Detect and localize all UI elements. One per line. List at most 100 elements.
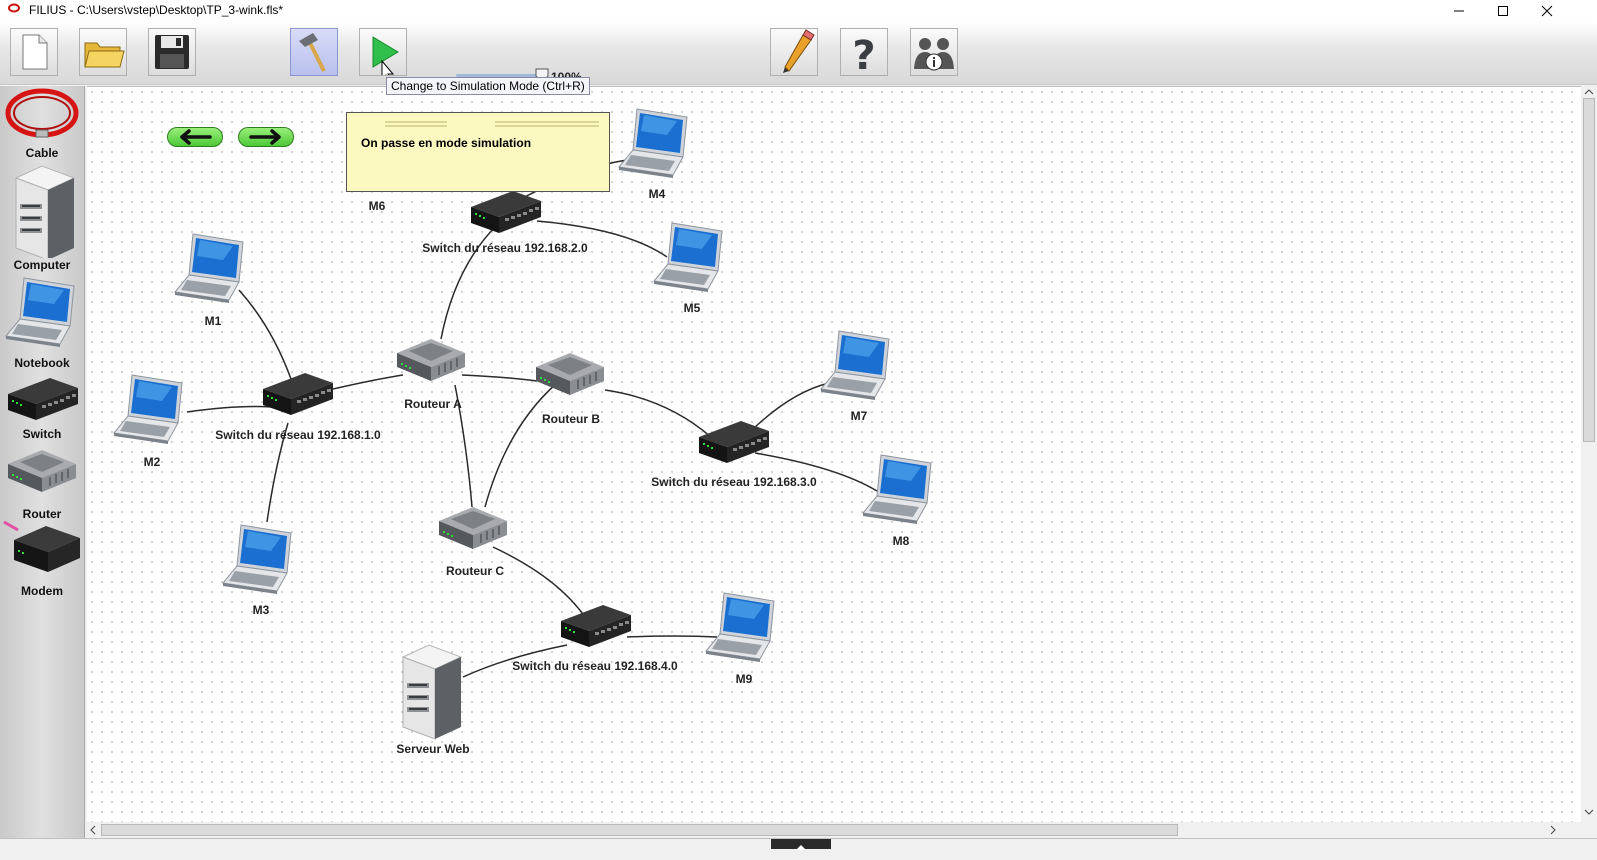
help-button[interactable]: ? — [840, 28, 888, 79]
notebook-m2[interactable] — [112, 371, 192, 452]
notebook-m4[interactable] — [617, 105, 697, 186]
router-icon — [438, 506, 508, 550]
palette-cable[interactable]: Cable — [0, 86, 84, 164]
simulation-mode-tooltip: Change to Simulation Mode (Ctrl+R) — [386, 77, 590, 95]
svg-text:?: ? — [852, 33, 875, 75]
cable-switch4-m9 — [626, 635, 718, 638]
cable-m3-switch1 — [266, 422, 289, 523]
horizontal-scroll-thumb[interactable] — [101, 824, 1178, 836]
palette-label-modem: Modem — [21, 584, 63, 598]
note-header-lines — [385, 121, 599, 127]
palette-computer[interactable]: Computer — [0, 164, 84, 272]
cable-routeurB-switch3 — [604, 389, 712, 438]
zoom-slider-track[interactable] — [456, 74, 544, 77]
laptop-icon — [618, 108, 688, 179]
scroll-down-icon — [1584, 809, 1594, 815]
switch-192-168-3-0[interactable] — [697, 417, 773, 472]
arrow-left-icon — [180, 129, 212, 145]
edit-notes-button[interactable] — [770, 28, 818, 76]
notebook-m8[interactable] — [861, 451, 941, 532]
cable-switch3-m8 — [754, 452, 878, 492]
label-m8: M8 — [892, 534, 910, 548]
minimize-icon — [1454, 10, 1464, 12]
cable-switch1-routeurA — [332, 374, 404, 390]
window-title: FILIUS - C:\Users\vstep\Desktop\TP_3-win… — [29, 3, 284, 17]
help-icon: ? — [852, 33, 875, 79]
notebook-m5[interactable] — [652, 219, 732, 300]
new-project-button[interactable] — [10, 28, 58, 76]
about-button[interactable] — [910, 28, 958, 76]
pencil-icon — [783, 29, 815, 73]
chevron-up-icon — [796, 845, 806, 850]
switch-icon — [699, 421, 769, 463]
network-canvas[interactable]: M1 M2 M3 M4 M5 M6 M7 M8 M9 Switch du rés… — [87, 86, 1581, 823]
notebook-icon — [5, 277, 75, 348]
laptop-icon — [653, 222, 723, 293]
cable-routeurA-routeurC — [454, 384, 473, 508]
router-b[interactable] — [534, 349, 610, 406]
notebook-m3[interactable] — [221, 521, 301, 602]
router-icon — [396, 338, 466, 382]
cable-routeurA-routeurB — [461, 374, 538, 382]
palette-modem[interactable]: Modem — [0, 518, 84, 598]
scroll-left-icon — [90, 825, 96, 835]
label-routeur-a: Routeur A — [404, 397, 462, 411]
previous-note-button[interactable] — [167, 127, 223, 147]
cable-switch2-m5 — [536, 220, 668, 258]
cable-routeurC-switch4 — [492, 546, 586, 618]
sticky-note[interactable]: On passe en mode simulation — [346, 112, 610, 192]
palette-switch[interactable]: Switch — [0, 368, 84, 442]
new-file-icon — [22, 34, 48, 70]
open-project-button[interactable] — [79, 28, 127, 76]
expand-panel-button[interactable] — [771, 839, 831, 850]
notebook-m1[interactable] — [173, 230, 253, 311]
web-server[interactable] — [395, 643, 467, 746]
label-routeur-b: Routeur B — [542, 412, 600, 426]
vertical-scrollbar[interactable] — [1581, 86, 1597, 822]
laptop-icon — [222, 524, 292, 595]
next-note-button[interactable] — [238, 127, 294, 147]
maximize-button[interactable] — [1481, 0, 1525, 22]
title-bar: FILIUS - C:\Users\vstep\Desktop\TP_3-win… — [0, 0, 1597, 22]
component-palette: Cable Computer Notebook Switch Router Mo… — [0, 86, 85, 838]
filius-app-icon — [8, 3, 20, 13]
hammer-icon — [299, 33, 326, 72]
router-icon — [535, 352, 605, 396]
simulation-mode-button[interactable] — [359, 28, 407, 82]
router-a[interactable] — [395, 335, 471, 392]
router-c[interactable] — [437, 503, 513, 560]
cable-switch4-server — [462, 644, 568, 678]
cable-m1-switch1 — [238, 289, 292, 380]
toolbar: 100% ? — [0, 22, 1597, 85]
palette-notebook[interactable]: Notebook — [0, 270, 84, 370]
palette-router[interactable]: Router — [0, 442, 84, 521]
label-m2: M2 — [143, 455, 161, 469]
notebook-m7[interactable] — [819, 327, 899, 408]
label-switch3: Switch du réseau 192.168.3.0 — [651, 475, 817, 489]
laptop-icon — [174, 233, 244, 304]
cable-routeurB-routeurC — [484, 382, 558, 508]
vertical-scroll-thumb[interactable] — [1583, 98, 1595, 442]
label-server: Serveur Web — [396, 742, 470, 756]
bottom-panel-bar — [0, 838, 1597, 860]
label-m4: M4 — [648, 187, 666, 201]
modem-icon — [3, 520, 80, 572]
palette-label-router: Router — [22, 507, 62, 521]
switch-192-168-2-0[interactable] — [469, 187, 545, 242]
laptop-icon — [113, 374, 183, 445]
play-icon — [372, 36, 399, 82]
cable-connections — [186, 159, 878, 678]
cable-routeurA-switch2 — [440, 224, 498, 340]
label-m5: M5 — [683, 301, 701, 315]
cable-switch3-m7 — [752, 382, 830, 430]
save-icon — [155, 35, 189, 69]
horizontal-scrollbar[interactable] — [87, 822, 1581, 838]
switch-192-168-4-0[interactable] — [559, 601, 635, 656]
close-button[interactable] — [1525, 0, 1569, 22]
save-project-button[interactable] — [148, 28, 196, 76]
design-mode-button[interactable] — [290, 28, 338, 76]
minimize-button[interactable] — [1437, 0, 1481, 22]
notebook-m9[interactable] — [704, 589, 784, 670]
switch-192-168-1-0[interactable] — [261, 369, 337, 424]
palette-label-switch: Switch — [22, 427, 62, 441]
